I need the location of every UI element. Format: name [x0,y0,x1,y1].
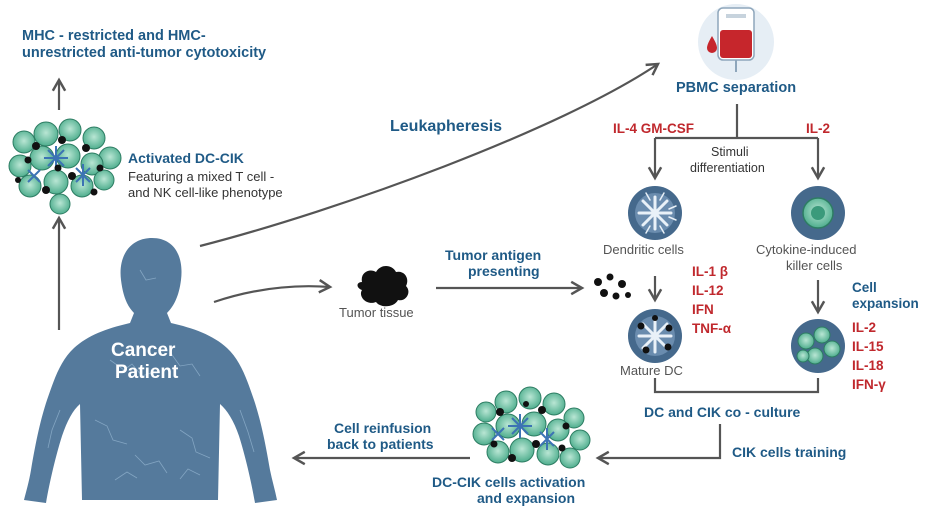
il12-label: IL-12 [692,283,724,298]
arrow-training [595,424,722,466]
il4-gmcsf-label: IL-4 GM-CSF [613,121,694,136]
cell-expansion-line2: expansion [852,296,919,311]
cik-cell-icon [791,186,845,240]
connector-coculture [653,378,820,394]
activation-line1: DC-CIK cells activation [432,474,586,490]
tumor-antigen-line2: presenting [468,263,540,279]
arrows [51,62,826,466]
il18-label: IL-18 [852,358,884,373]
antigen-dots [594,273,631,300]
activated-desc-line1: Featuring a mixed T cell - [128,169,275,184]
reinfusion-line1: Cell reinfusion [334,420,432,436]
differentiation-label: differentiation [690,161,765,175]
activated-dc-cik-cluster [8,118,122,215]
arrow-leukapheresis [199,62,661,248]
dendritic-cell-icon [628,186,682,240]
dendritic-cells-label: Dendritic cells [603,242,684,257]
activated-dc-cik-title: Activated DC-CIK [128,150,244,166]
tumor-tissue-blob [357,266,409,307]
ifng-label: IFN-γ [852,377,886,392]
cell-expansion-line1: Cell [852,280,877,295]
cik-label-line2: killer cells [786,258,843,273]
cancer-patient-figure [24,238,277,503]
cik-label-line1: Cytokine-induced [756,242,857,257]
mhc-cytotoxicity-line1: MHC - restricted and HMC- [22,28,206,44]
stimuli-label: Stimuli [711,145,749,159]
mature-dc-icon [628,309,682,363]
ifn-label: IFN [692,302,714,317]
coculture-label: DC and CIK co - culture [644,404,801,420]
il15-label: IL-15 [852,339,884,354]
cancer-patient-line1: Cancer [111,340,176,361]
pbmc-separation-label: PBMC separation [676,80,797,96]
activation-line2: and expansion [477,490,576,506]
mature-dc-label: Mature DC [620,363,683,378]
connector-pbmc-split [655,104,818,140]
expanded-cik-icon [791,319,845,373]
dc-cik-activation-cluster [472,386,591,469]
tumor-antigen-line1: Tumor antigen [445,247,542,263]
il1b-label: IL-1 β [692,264,728,279]
tnfa-label: TNF-α [692,321,732,336]
mhc-cytotoxicity-line2: unrestricted anti-tumor cytotoxicity [22,45,267,61]
cik-training-label: CIK cells training [732,444,847,460]
leukapheresis-label: Leukapheresis [390,118,503,135]
tumor-tissue-label: Tumor tissue [339,305,414,320]
blood-bag-icon [698,4,774,80]
cancer-patient-line2: Patient [115,362,179,383]
activated-desc-line2: and NK cell-like phenotype [128,185,283,200]
il2-top-label: IL-2 [806,121,831,136]
reinfusion-line2: back to patients [327,436,434,452]
il2-right-label: IL-2 [852,320,877,335]
arrow-to-tumor-tissue [213,279,333,304]
